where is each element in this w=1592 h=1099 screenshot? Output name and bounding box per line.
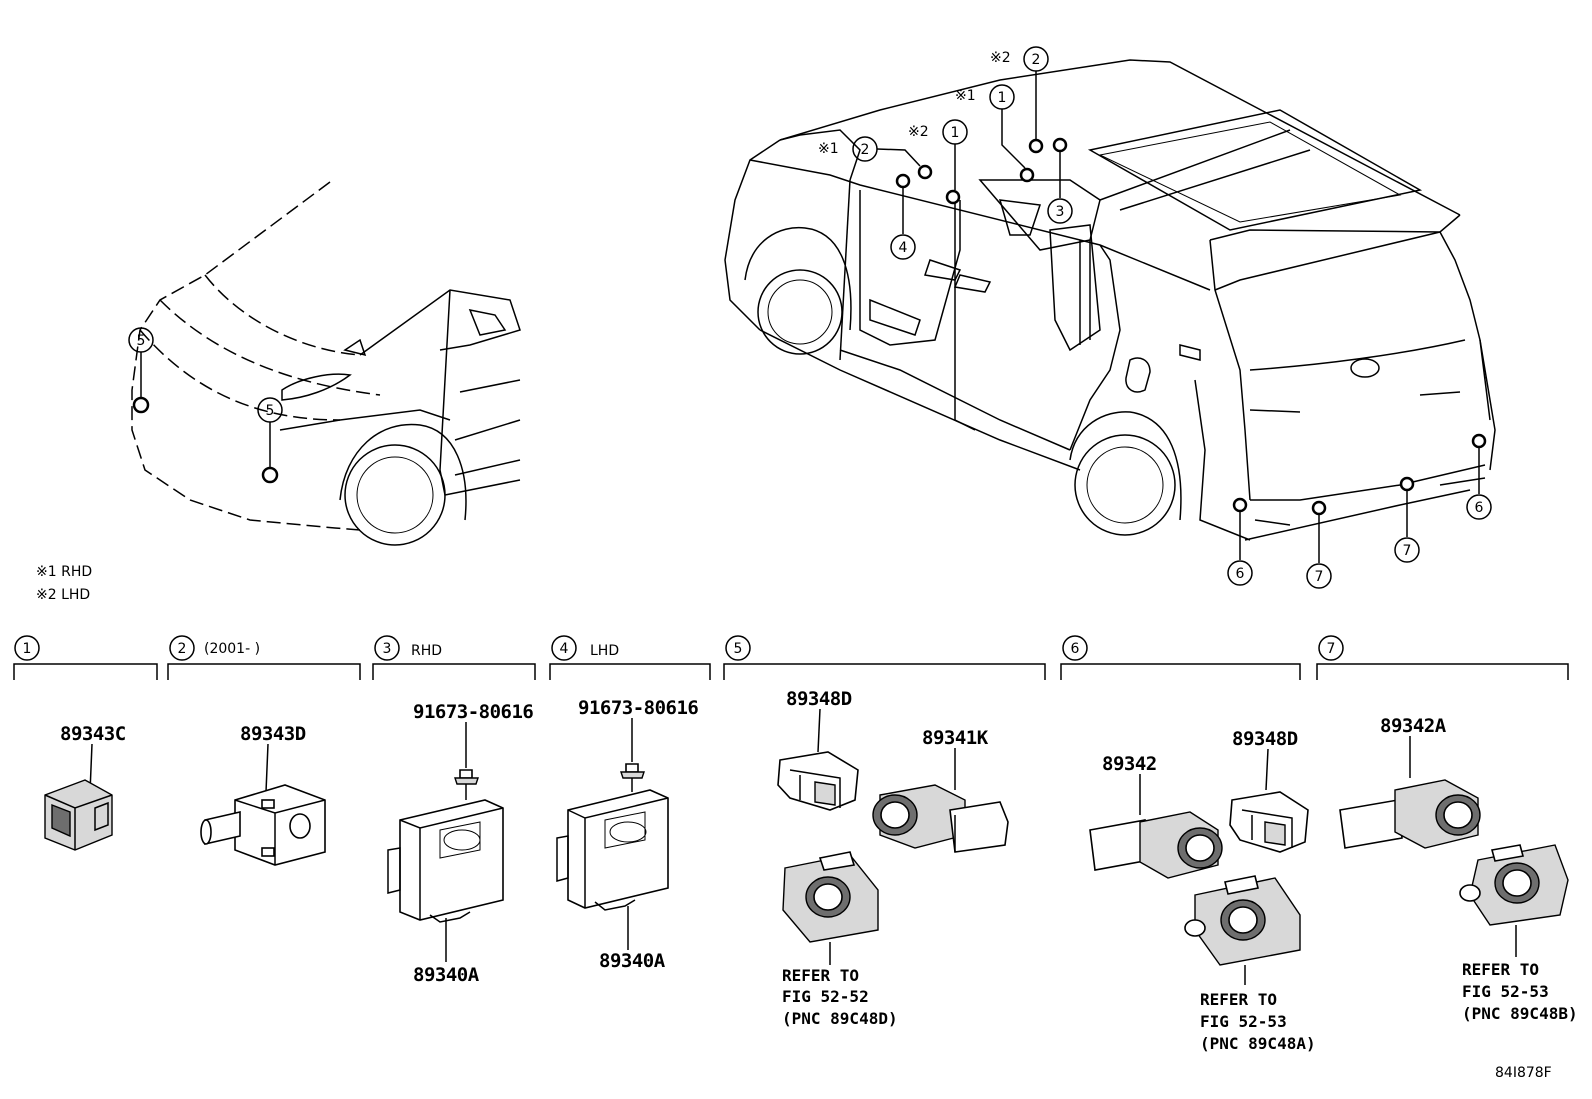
legend-notes: ※1 RHD ※2 LHD	[36, 564, 92, 603]
section-num: 3	[383, 641, 392, 657]
reference-line[interactable]: (PNC 89C48D)	[782, 1009, 898, 1028]
callout-5a: 5	[137, 333, 146, 349]
rear-vehicle-view	[724, 59, 1496, 541]
part-group-5: 89348D 89341K REFER TO FIG 52-52 (PNC 89…	[777, 688, 1009, 1028]
reference-line: REFER TO	[1462, 960, 1539, 979]
section-headers: 1 2 (2001- ) 3 RHD 4 LHD 5 6 7	[13, 635, 1569, 680]
marker-lhd: ※2	[990, 50, 1011, 66]
marker-lhd: ※2	[908, 124, 929, 140]
svg-text:1: 1	[951, 125, 960, 141]
part-number[interactable]: 89340A	[599, 950, 666, 972]
section-label: (2001- )	[204, 641, 260, 657]
section-label: RHD	[411, 643, 442, 659]
bolt-number[interactable]: 91673-80616	[413, 701, 534, 723]
part-number[interactable]: 89342	[1102, 753, 1157, 775]
svg-text:2: 2	[1032, 52, 1041, 68]
reference-line[interactable]: (PNC 89C48B)	[1462, 1004, 1578, 1023]
svg-text:2: 2	[861, 142, 870, 158]
section-num: 4	[560, 641, 569, 657]
part-89340A-rhd: 91673-80616 89340A	[387, 701, 534, 986]
section-num: 6	[1071, 641, 1080, 657]
part-number[interactable]: 89343D	[240, 723, 306, 745]
note-rhd: ※1 RHD	[36, 564, 92, 580]
section-num: 5	[734, 641, 743, 657]
front-vehicle-view	[131, 181, 521, 546]
note-lhd: ※2 LHD	[36, 587, 90, 603]
bolt-number[interactable]: 91673-80616	[578, 697, 699, 719]
part-number[interactable]: 89342A	[1380, 715, 1447, 737]
reference-line: FIG 52-53	[1200, 1012, 1287, 1031]
section-num: 2	[178, 641, 187, 657]
callout-5b: 5	[266, 403, 275, 419]
svg-text:7: 7	[1403, 543, 1412, 559]
svg-text:6: 6	[1236, 566, 1245, 582]
part-89343C: 89343C	[44, 723, 126, 851]
part-group-6: 89342 89348D REFER TO FIG 52-53 (PNC 89C…	[1089, 728, 1316, 1053]
part-89343D: 89343D	[200, 723, 326, 866]
marker-rhd: ※1	[955, 88, 976, 104]
svg-text:4: 4	[899, 240, 908, 256]
figure-id: 84I878F	[1495, 1065, 1552, 1081]
part-number[interactable]: 89348D	[786, 688, 852, 710]
section-num: 7	[1327, 641, 1336, 657]
part-number[interactable]: 89348D	[1232, 728, 1298, 750]
sensor-dot	[261, 466, 279, 484]
section-label: LHD	[590, 643, 619, 659]
reference-line: REFER TO	[782, 966, 859, 985]
svg-text:7: 7	[1315, 569, 1324, 585]
part-number[interactable]: 89343C	[60, 723, 126, 745]
reference-line: FIG 52-53	[1462, 982, 1549, 1001]
svg-text:1: 1	[998, 90, 1007, 106]
reference-line: REFER TO	[1200, 990, 1277, 1009]
section-num: 1	[23, 641, 32, 657]
part-group-7: 89342A REFER TO FIG 52-53 (PNC 89C48B)	[1339, 715, 1578, 1023]
marker-rhd: ※1	[818, 141, 839, 157]
front-callouts: 5 5	[128, 327, 283, 484]
sensor-dot	[132, 396, 150, 414]
rear-callouts: ※2 2 ※1 1 3 ※2 1 ※1 2 4 6	[818, 46, 1492, 589]
svg-text:3: 3	[1056, 204, 1065, 220]
reference-line: FIG 52-52	[782, 987, 869, 1006]
reference-line[interactable]: (PNC 89C48A)	[1200, 1034, 1316, 1053]
part-89340A-lhd: 91673-80616 89340A	[556, 697, 699, 972]
part-number[interactable]: 89341K	[922, 727, 989, 749]
part-number[interactable]: 89340A	[413, 964, 480, 986]
svg-text:6: 6	[1475, 500, 1484, 516]
